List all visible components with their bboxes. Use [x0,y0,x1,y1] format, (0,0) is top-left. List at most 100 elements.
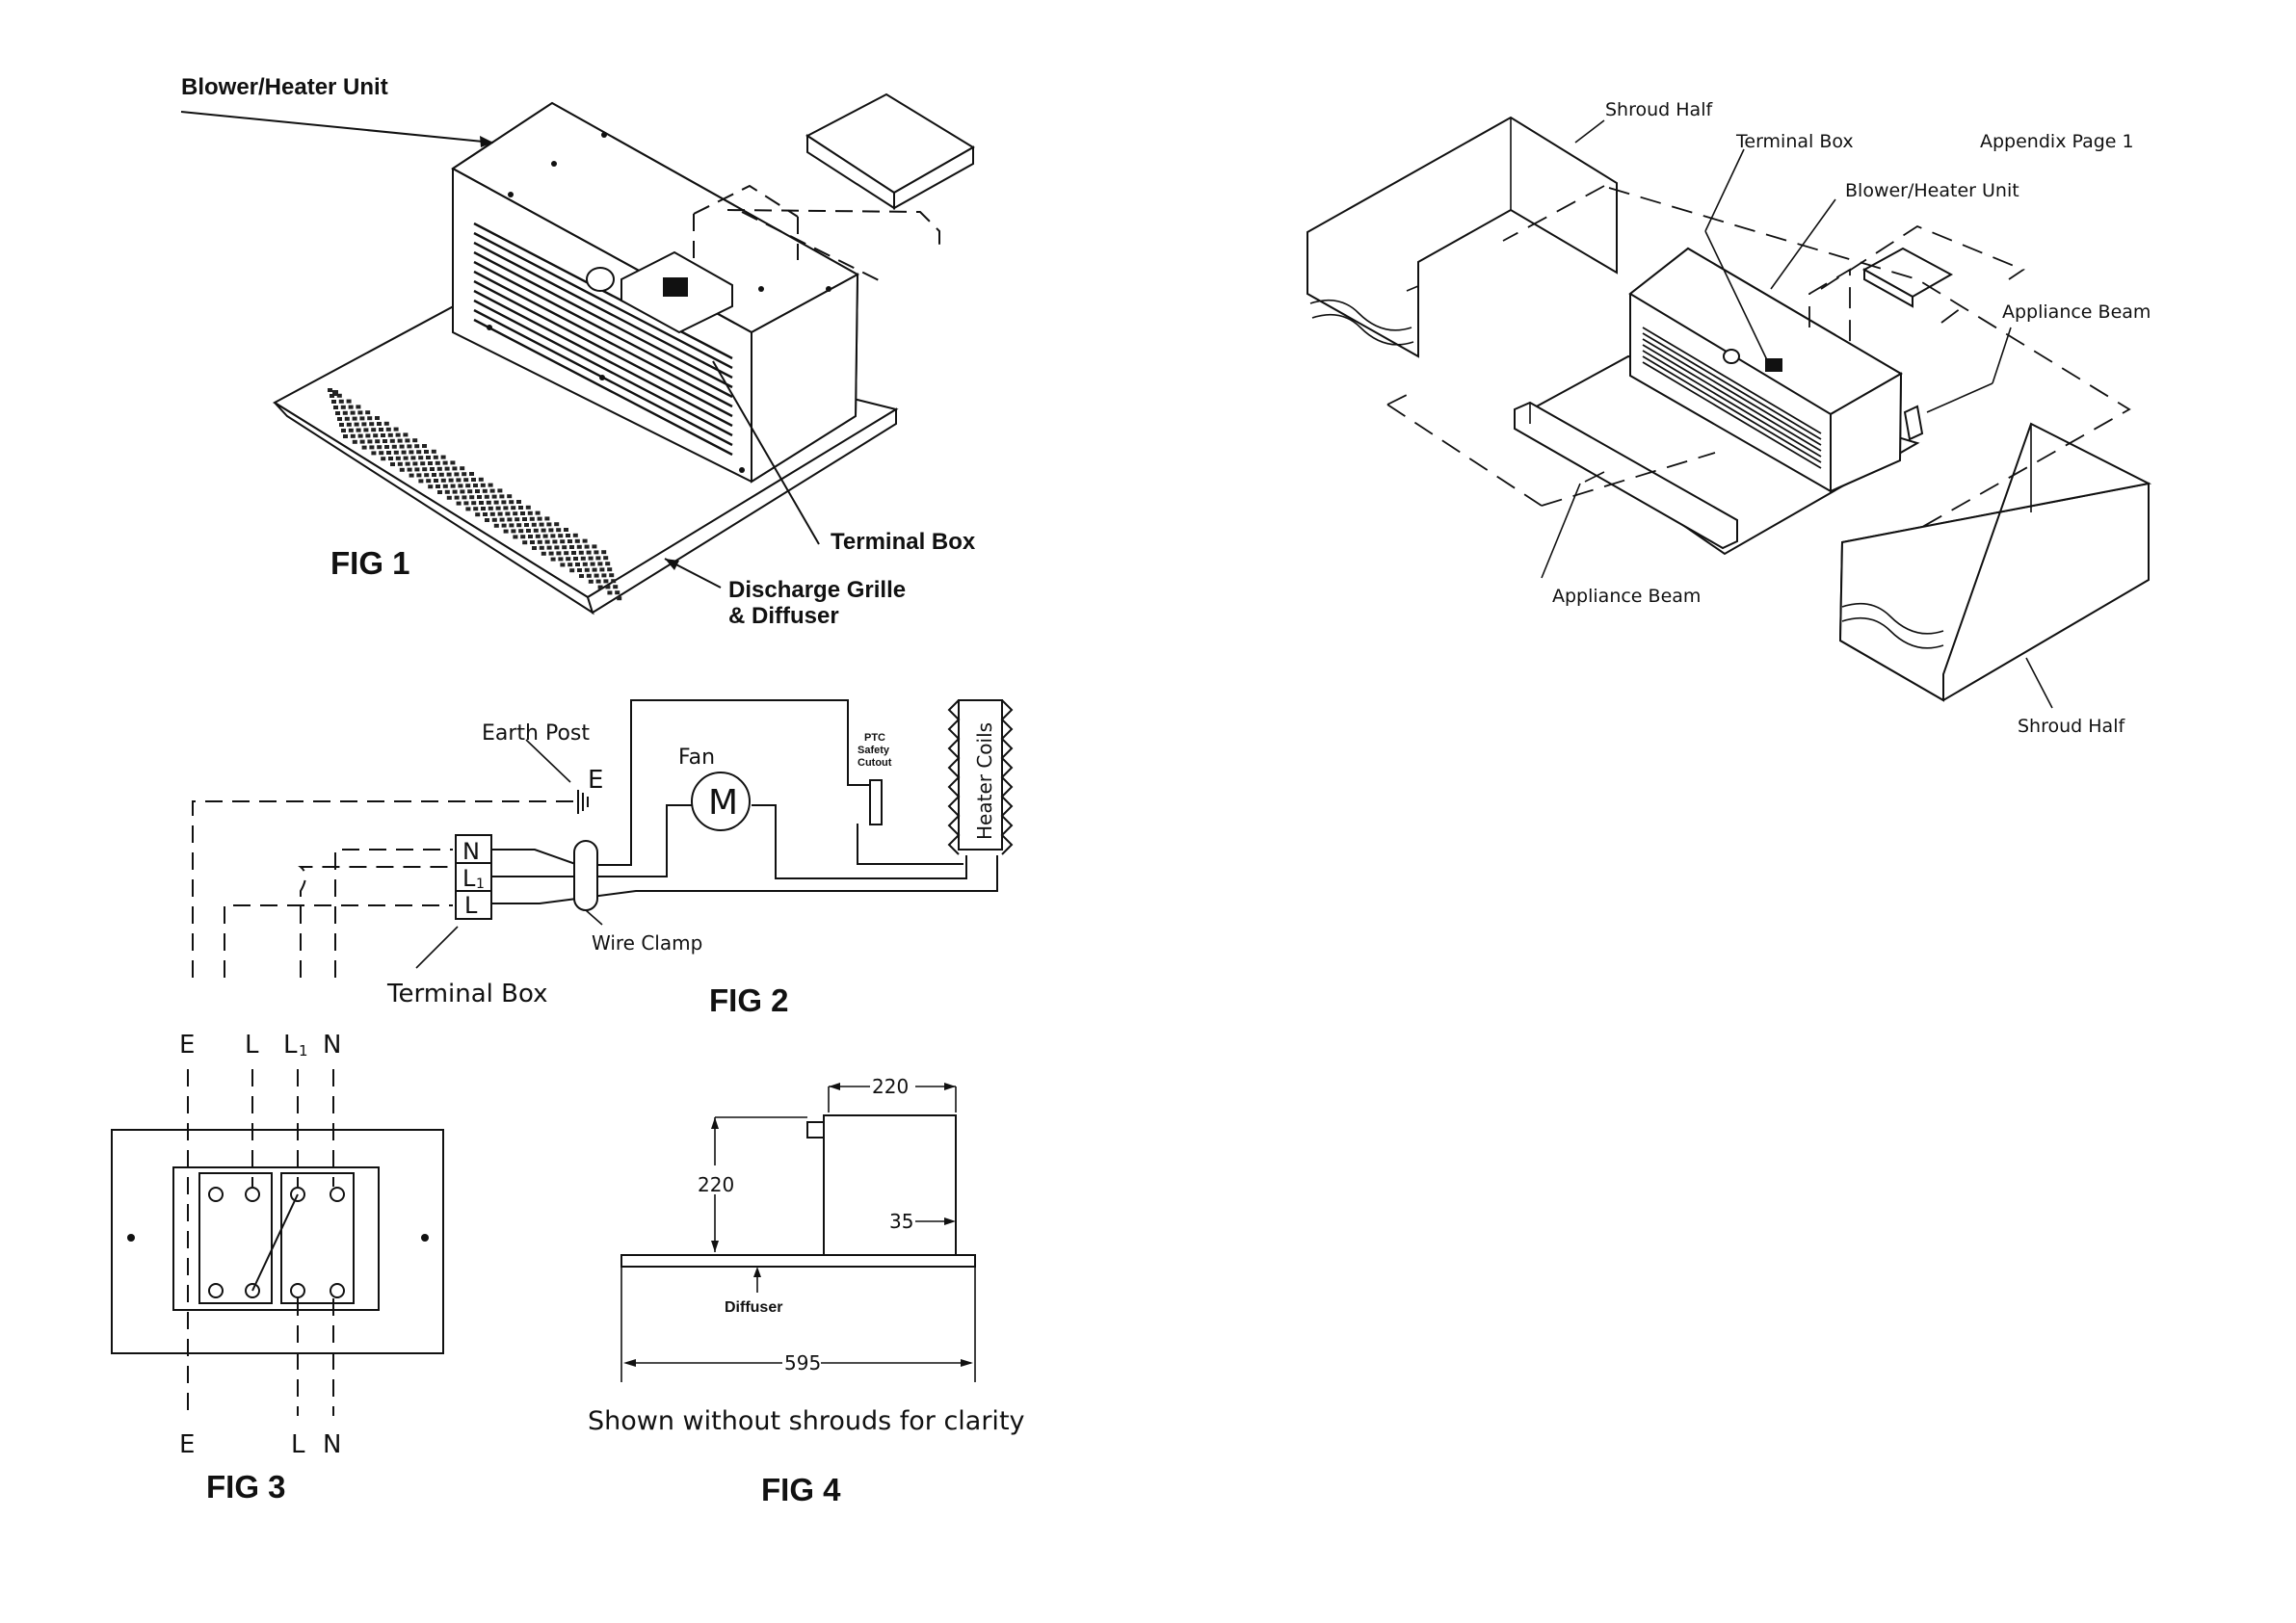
perforation-hole [539,522,544,527]
perforation-hole [418,456,424,460]
perforation-hole [424,450,429,454]
shroud-half-top-label: Shroud Half [1605,99,1713,120]
perforation-hole [483,512,488,516]
perforation-hole [572,533,578,537]
perforation-hole [331,400,336,404]
diffuser-label: Diffuser [725,1299,782,1316]
perforation-hole [542,534,548,538]
exploded-assembly-view: Shroud Half Terminal Box Appendix Page 1… [1306,99,2152,737]
perforation-hole [537,539,542,544]
perforation-hole [499,517,505,522]
perforation-hole [473,507,479,511]
perforation-hole [564,528,568,532]
terminal-l: L [464,892,478,919]
perforation-hole [346,422,352,427]
perforation-hole [435,460,440,465]
fig3-top-l1: L [283,1031,298,1060]
perforation-hole [440,478,446,483]
perforation-hole [558,557,564,562]
perforation-hole [430,467,435,471]
perforation-hole [444,489,450,494]
perforation-hole [432,473,436,477]
perforation-hole [530,540,535,544]
perforation-hole [613,585,619,589]
perforation-hole [556,551,562,556]
perforation-hole [539,545,544,550]
perforation-hole [513,535,518,539]
perforation-hole [566,557,571,562]
perforation-hole [428,461,433,465]
perforation-hole [509,500,515,505]
perforation-hole [409,473,414,478]
perforation-hole [446,472,452,477]
perforation-hole [503,506,509,510]
perforation-hole [407,444,412,449]
perforation-hole [615,590,620,595]
perforation-hole [422,444,427,448]
perforation-hole [381,457,386,461]
perforation-hole [416,450,422,455]
perforation-hole [485,518,489,522]
cutout-label: Cutout [858,757,892,769]
perforation-hole [529,516,535,521]
fig2-terminal-box-label: Terminal Box [386,980,547,1008]
perforation-hole [594,550,599,555]
perforation-hole [462,472,467,477]
perforation-hole [480,483,486,487]
perforation-hole [395,456,401,460]
perforation-hole [356,428,361,432]
perforation-hole [412,438,418,443]
perforation-hole [550,534,556,538]
perforation-hole [601,550,607,555]
perforation-hole [409,450,414,455]
exploded-terminal-box-label: Terminal Box [1735,131,1854,152]
perforation-hole [416,473,422,478]
perforation-hole [405,461,410,466]
perforation-hole [420,461,426,466]
perforation-hole [481,507,486,510]
appliance-beam-left [1514,401,1738,550]
perforation-hole [567,563,573,567]
perforation-hole [501,523,507,528]
perforation-hole [493,500,499,505]
perforation-hole [460,489,465,494]
perforation-hole [412,461,418,466]
perforation-hole [384,445,389,449]
perforation-hole [516,500,521,504]
perforation-hole [488,483,493,487]
perforation-hole [541,528,546,533]
perforation-hole [356,405,361,409]
perforation-hole [509,523,515,528]
perforation-hole [511,506,516,510]
perforation-hole [377,445,383,450]
perforation-hole [550,557,556,562]
perforation-hole [337,417,342,421]
blower-heater-box [451,101,860,484]
perforation-hole [431,449,436,454]
perforation-hole [361,445,367,450]
perforation-hole [594,573,599,578]
perforation-hole [395,432,401,437]
perforation-hole [422,467,428,472]
terminal-box-cover [693,92,975,285]
perforation-hole [524,523,529,527]
perforation-hole [609,573,615,578]
perforation-hole [350,410,356,415]
perforation-hole [576,544,582,549]
perforation-hole [407,467,412,472]
exploded-blower-heater-label: Blower/Heater Unit [1845,180,2019,201]
perforation-hole [497,511,503,516]
perforation-hole [336,393,342,398]
perforation-hole [573,557,578,561]
perforation-hole [434,479,438,483]
perforation-hole [338,399,344,404]
earth-post-symbol [577,790,589,814]
perforation-hole [511,529,516,534]
perforation-hole [357,410,363,415]
perforation-hole [532,546,537,550]
perforation-hole [560,539,566,544]
terminal-l1-subscript: 1 [476,877,485,892]
perforation-hole [579,574,584,578]
perforation-hole [475,512,481,517]
